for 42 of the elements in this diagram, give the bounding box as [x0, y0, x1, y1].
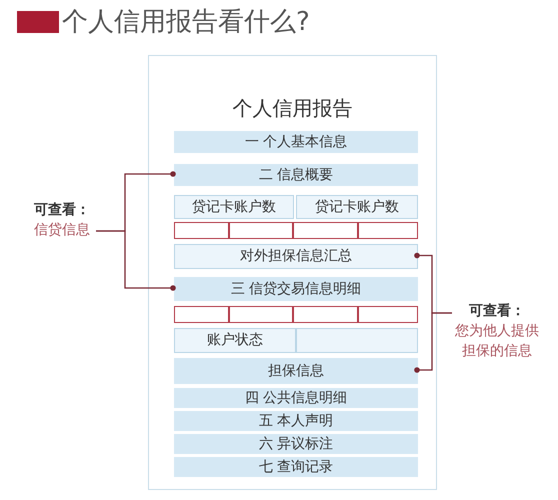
report-card [148, 55, 437, 490]
section-label: 贷记卡账户数 [315, 198, 399, 217]
table-cell [296, 195, 418, 219]
table-cell [174, 328, 296, 353]
section-label: 六 异议标注 [258, 434, 334, 454]
table-cell [229, 222, 293, 239]
table-cell [174, 195, 294, 219]
table-cell [293, 306, 358, 323]
callout-heading: 可查看： [469, 302, 525, 321]
table-cell [229, 306, 293, 323]
title: 个人信用报告看什么? [62, 6, 310, 39]
connector-line [414, 312, 452, 373]
section-label: 一 个人基本信息 [244, 132, 348, 152]
section-bar [174, 164, 418, 186]
section-label: 七 查询记录 [258, 458, 334, 477]
section-bar [174, 457, 418, 477]
section-label: 对外担保信息汇总 [240, 247, 352, 266]
section-label: 四 公共信息明细 [244, 388, 348, 408]
table-cell [174, 306, 229, 323]
section-label: 五 本人声明 [258, 412, 334, 431]
report-heading: 个人信用报告 [232, 95, 352, 122]
section-label: 担保信息 [268, 362, 324, 381]
section-bar [174, 277, 418, 301]
table-cell [174, 244, 418, 269]
callout-heading: 可查看： [34, 200, 90, 220]
connector-line [96, 230, 176, 291]
section-bar [174, 131, 418, 153]
table-cell [296, 328, 418, 353]
table-cell [174, 222, 229, 239]
callout-text: 信贷信息 [34, 221, 90, 240]
callout-text: 您为他人提供担保的信息 [454, 322, 540, 362]
section-label: 二 信息概要 [258, 166, 334, 185]
section-label: 账户状态 [207, 331, 263, 350]
table-cell [293, 222, 358, 239]
section-bar [174, 358, 418, 384]
section-label: 贷记卡账户数 [192, 198, 276, 217]
section-label: 三 信贷交易信息明细 [230, 280, 362, 299]
table-cell [358, 306, 418, 323]
table-cell [358, 222, 418, 239]
section-bar [174, 388, 418, 408]
section-bar [174, 434, 418, 454]
section-bar [174, 411, 418, 431]
